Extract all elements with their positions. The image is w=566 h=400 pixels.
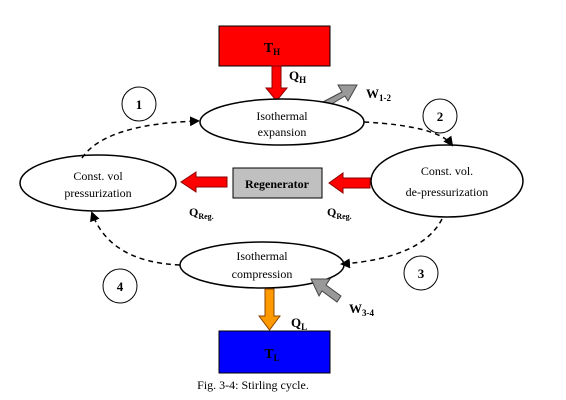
pressurization-line2: pressurization (64, 186, 131, 200)
work-in-label: W3-4 (349, 301, 374, 318)
regenerator-label: Regenerator (245, 177, 310, 191)
isothermal-compression-state: Isothermal compression (179, 241, 345, 289)
const-vol-depressurization-state: Const. vol. de-pressurization (370, 144, 524, 218)
isothermal-expansion-state: Isothermal expansion (199, 98, 365, 146)
work-in-arrow (310, 278, 342, 303)
depressurization-line2: de-pressurization (406, 185, 489, 199)
cycle-arrow-4-to-1 (81, 116, 200, 159)
heat-out-label: QL (291, 315, 307, 332)
heat-out-arrow (258, 288, 281, 331)
step-number-4: 4 (102, 268, 138, 304)
step-number-3: 3 (403, 255, 439, 291)
heat-in-arrow (264, 65, 289, 102)
svg-text:1: 1 (136, 97, 143, 112)
const-vol-pressurization-state: Const. vol pressurization (19, 154, 177, 212)
cold-reservoir-sub: L (274, 353, 280, 363)
pressurization-line1: Const. vol (73, 169, 123, 183)
hot-reservoir-sub: H (273, 47, 280, 57)
expansion-line2: expansion (258, 125, 307, 139)
svg-text:TL: TL (264, 347, 279, 363)
hot-reservoir: TH (218, 25, 331, 67)
qreg-right-label: QReg. (327, 205, 352, 221)
cycle-arrow-3-to-4 (90, 211, 181, 266)
svg-text:TH: TH (264, 41, 280, 57)
svg-text:2: 2 (437, 109, 444, 124)
hot-reservoir-label: T (264, 41, 274, 56)
svg-text:4: 4 (117, 279, 124, 294)
qreg-left-label: QReg. (189, 205, 214, 221)
svg-text:3: 3 (418, 266, 425, 281)
regenerator-box: Regenerator (232, 167, 323, 199)
cycle-arrow-2-to-3 (340, 218, 443, 269)
expansion-line1: Isothermal (256, 109, 308, 123)
step-number-2: 2 (422, 98, 458, 134)
step-number-1: 1 (121, 86, 157, 122)
regen-arrow-left (180, 171, 228, 193)
cold-reservoir-label: T (264, 347, 274, 362)
depressurization-line1: Const. vol. (421, 164, 473, 178)
figure-caption: Fig. 3-4: Stirling cycle. (197, 378, 309, 392)
heat-in-label: QH (289, 68, 306, 85)
work-out-label: W1-2 (366, 86, 391, 103)
compression-line2: compression (232, 267, 293, 281)
compression-line1: Isothermal (236, 249, 288, 263)
regen-arrow-right (328, 172, 371, 194)
cold-reservoir: TL (218, 330, 331, 374)
